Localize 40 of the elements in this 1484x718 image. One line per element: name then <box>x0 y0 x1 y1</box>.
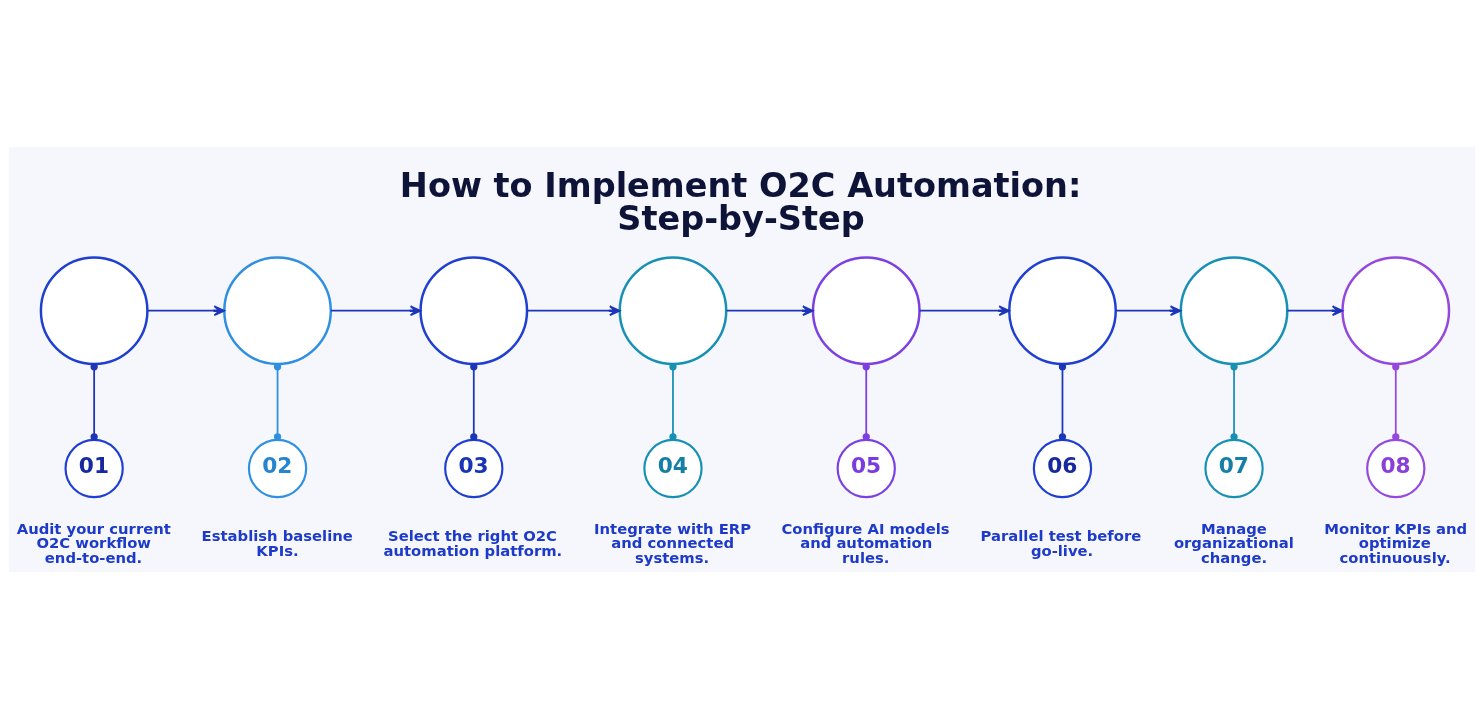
node-circle: 07 <box>1204 438 1264 498</box>
node-circle <box>39 255 149 365</box>
arrow <box>146 304 226 316</box>
node-circle: 03 <box>444 438 504 498</box>
node-label: Integrate with ERP and connected systems. <box>594 519 752 566</box>
arrow <box>526 304 621 316</box>
node-circle: 04 <box>643 438 703 498</box>
node-label: Manage organizational change. <box>1173 519 1294 566</box>
node-circle: 06 <box>1032 438 1093 498</box>
node-circle <box>1008 255 1117 365</box>
node-circle: 08 <box>1366 438 1426 498</box>
node-label: Audit your current O2C workflow end-to-end. <box>16 519 171 566</box>
connector <box>862 362 870 440</box>
node-circle <box>618 255 728 365</box>
node-circle <box>419 255 529 365</box>
node-circle: 01 <box>64 438 124 498</box>
node-label: Select the right O2C automation platform. <box>383 526 563 559</box>
connector <box>1230 362 1238 440</box>
connector <box>273 362 282 440</box>
connector <box>1058 362 1067 440</box>
connector <box>1392 362 1400 440</box>
connector <box>669 362 677 440</box>
node-label: Configure AI models and automation rules. <box>781 519 950 566</box>
node-label: Establish baseline KPIs. <box>201 526 353 559</box>
node-circle: 05 <box>836 438 896 498</box>
connector <box>470 362 478 440</box>
connector <box>90 362 98 440</box>
node-circle <box>1341 255 1451 365</box>
arrow <box>1286 304 1344 316</box>
node-label: Parallel test before go-live. <box>980 526 1142 559</box>
diagram-title: How to Implement O2C Automation: Step-by-Step <box>399 165 1082 238</box>
node-circle <box>223 255 333 365</box>
node-circle: 02 <box>247 438 308 498</box>
node-label: Monitor KPIs and optimize continuously. <box>1324 519 1468 566</box>
node-circle <box>811 255 921 365</box>
arrow <box>918 304 1011 316</box>
arrow <box>1114 304 1182 316</box>
arrow <box>329 304 422 316</box>
node-circle <box>1179 255 1289 365</box>
arrow <box>725 304 814 316</box>
